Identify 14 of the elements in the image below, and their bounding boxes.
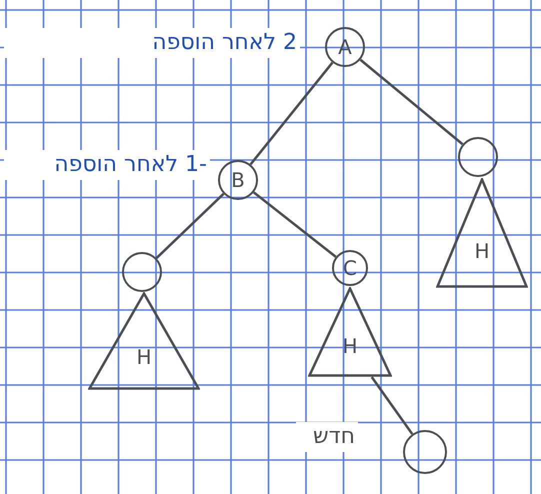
annotation-text: 2 לאחר הוספה (4, 28, 300, 58)
tree-node-circle (122, 252, 162, 292)
tree-edge (252, 191, 337, 258)
tree-edge (250, 62, 334, 166)
subtree-triangle: H (436, 178, 528, 288)
subtree-triangle: H (88, 292, 200, 390)
tree-edge (370, 376, 414, 435)
tree-edge (360, 58, 464, 146)
tree-node-circle: B (218, 160, 258, 200)
annotation-text: חדש (296, 422, 358, 452)
tree-node-circle (403, 430, 447, 474)
tree-node-circle (458, 137, 498, 177)
annotation-text: -1 לאחר הוספה (4, 150, 210, 180)
tree-edge (156, 192, 224, 260)
